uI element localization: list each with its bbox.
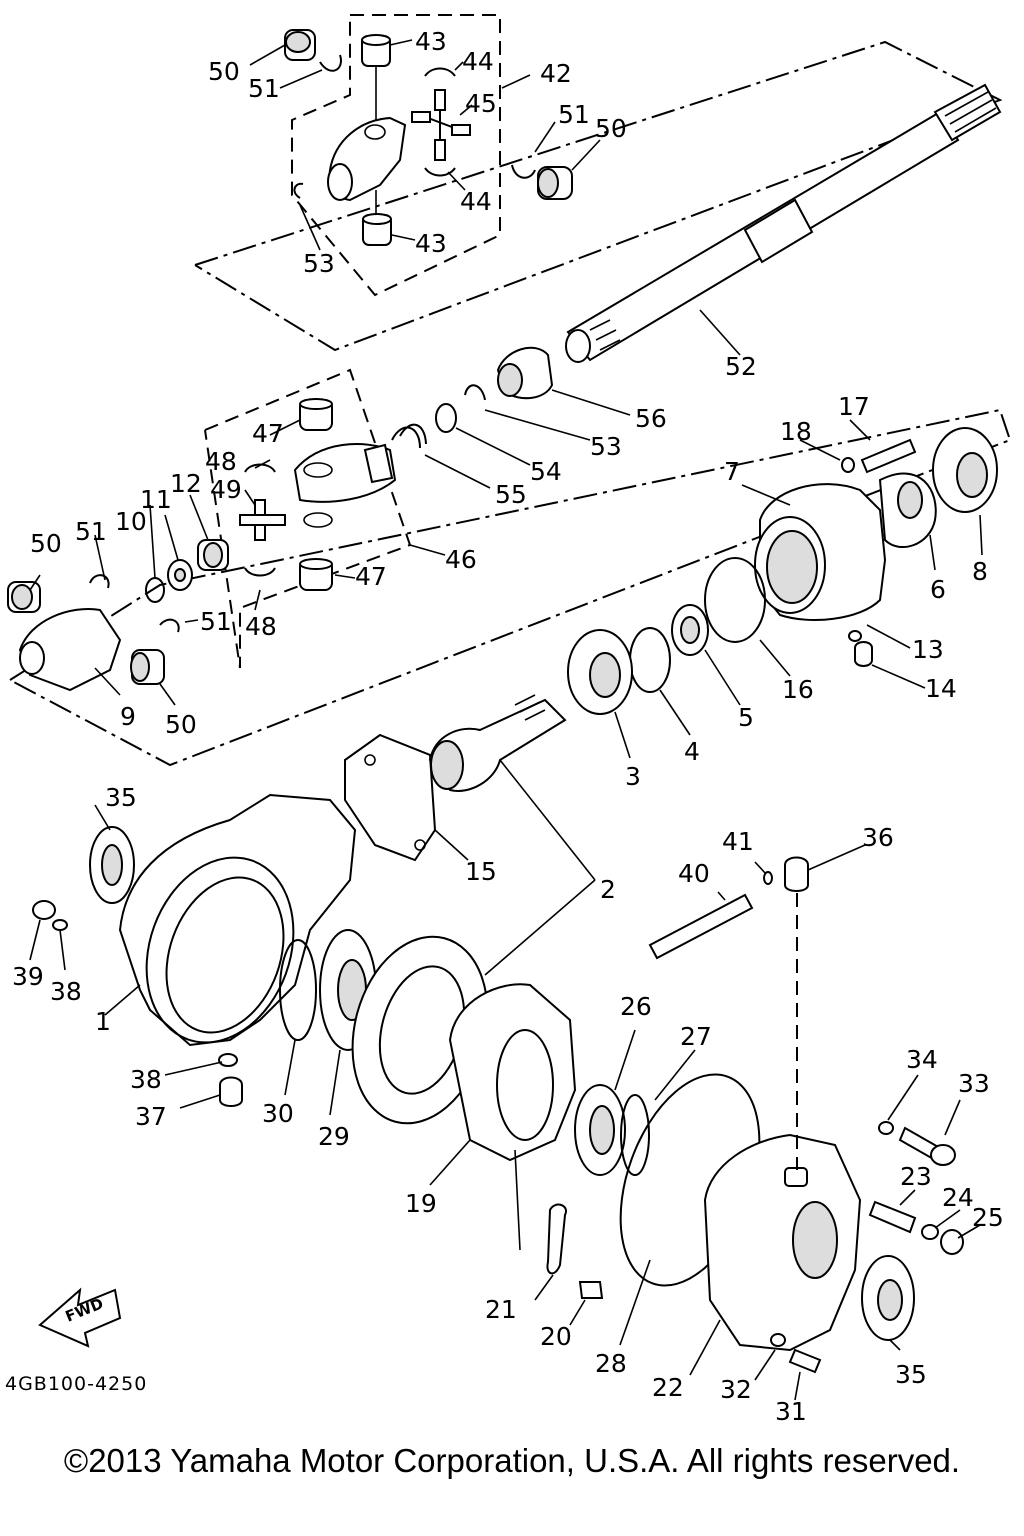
part-number-35: 35 bbox=[105, 783, 137, 812]
part-number-20: 20 bbox=[540, 1322, 572, 1351]
part-number-47: 47 bbox=[355, 562, 387, 591]
part-number-45: 45 bbox=[465, 89, 497, 118]
part-number-26: 26 bbox=[620, 992, 652, 1021]
part-number-51: 51 bbox=[75, 517, 107, 546]
part-number-18: 18 bbox=[780, 417, 812, 446]
drive-shaft bbox=[565, 83, 1002, 363]
part-number-51: 51 bbox=[558, 100, 590, 129]
part-number-36: 36 bbox=[862, 823, 894, 852]
part-number-8: 8 bbox=[972, 557, 988, 586]
part-number-22: 22 bbox=[652, 1373, 684, 1402]
part-number-56: 56 bbox=[635, 404, 667, 433]
part-number-53: 53 bbox=[590, 432, 622, 461]
part-number-38: 38 bbox=[130, 1065, 162, 1094]
upper-universal-joint-assembly bbox=[194, 14, 1003, 352]
part-number-44: 44 bbox=[462, 47, 494, 76]
middle-universal-joint-assembly bbox=[7, 368, 1012, 767]
part-number-54: 54 bbox=[530, 457, 562, 486]
part-number-39: 39 bbox=[12, 962, 44, 991]
part-number-53: 53 bbox=[303, 249, 335, 278]
part-number-11: 11 bbox=[140, 485, 172, 514]
part-number-17: 17 bbox=[838, 392, 870, 421]
part-number-28: 28 bbox=[595, 1349, 627, 1378]
part-number-6: 6 bbox=[930, 575, 946, 604]
copyright-notice: ©2013 Yamaha Motor Corporation, U.S.A. A… bbox=[63, 1442, 961, 1479]
part-number-50: 50 bbox=[208, 57, 240, 86]
part-number-50: 50 bbox=[595, 114, 627, 143]
part-number-37: 37 bbox=[135, 1102, 167, 1131]
pinion-housing-parts bbox=[567, 419, 998, 759]
part-number-5: 5 bbox=[738, 703, 754, 732]
part-number-48: 48 bbox=[245, 612, 277, 641]
part-number-46: 46 bbox=[445, 545, 477, 574]
diagram-code: 4GB100-4250 bbox=[5, 1373, 147, 1395]
part-number-16: 16 bbox=[782, 675, 814, 704]
fwd-arrow-icon: FWD bbox=[38, 1287, 122, 1348]
part-number-14: 14 bbox=[925, 674, 957, 703]
part-number-10: 10 bbox=[115, 507, 147, 536]
part-number-43: 43 bbox=[415, 27, 447, 56]
part-number-52: 52 bbox=[725, 352, 757, 381]
part-number-42: 42 bbox=[540, 59, 572, 88]
differential-cover-and-fasteners bbox=[648, 844, 981, 1401]
part-number-43: 43 bbox=[415, 229, 447, 258]
part-number-50: 50 bbox=[30, 529, 62, 558]
part-number-19: 19 bbox=[405, 1189, 437, 1218]
part-number-49: 49 bbox=[210, 475, 242, 504]
part-number-51: 51 bbox=[248, 74, 280, 103]
differential-case bbox=[29, 793, 377, 1116]
part-number-48: 48 bbox=[205, 447, 237, 476]
part-number-3: 3 bbox=[625, 762, 641, 791]
part-number-27: 27 bbox=[680, 1022, 712, 1051]
part-number-32: 32 bbox=[720, 1375, 752, 1404]
part-number-55: 55 bbox=[495, 480, 527, 509]
ring-gear-and-differential bbox=[351, 935, 761, 1346]
part-number-23: 23 bbox=[900, 1162, 932, 1191]
part-number-7: 7 bbox=[724, 457, 740, 486]
part-number-24: 24 bbox=[942, 1183, 974, 1212]
part-number-35: 35 bbox=[895, 1360, 927, 1389]
shaft-small-parts bbox=[391, 346, 631, 489]
part-number-25: 25 bbox=[972, 1203, 1004, 1232]
part-number-47: 47 bbox=[252, 419, 284, 448]
part-number-30: 30 bbox=[262, 1099, 294, 1128]
part-number-33: 33 bbox=[958, 1069, 990, 1098]
part-number-4: 4 bbox=[684, 737, 700, 766]
part-number-9: 9 bbox=[120, 702, 136, 731]
part-number-34: 34 bbox=[906, 1045, 938, 1074]
part-number-2: 2 bbox=[600, 875, 616, 904]
part-number-1: 1 bbox=[95, 1007, 111, 1036]
part-number-12: 12 bbox=[170, 469, 202, 498]
pinion-gear-and-gasket bbox=[344, 694, 596, 976]
part-number-29: 29 bbox=[318, 1122, 350, 1151]
part-number-51: 51 bbox=[200, 607, 232, 636]
part-number-50: 50 bbox=[165, 710, 197, 739]
part-number-13: 13 bbox=[912, 635, 944, 664]
part-number-callouts: 1 2 3 4 5 6 7 8 9 10 11 12 13 14 15 16 1… bbox=[5, 27, 1004, 1426]
part-number-41: 41 bbox=[722, 827, 754, 856]
part-number-31: 31 bbox=[775, 1397, 807, 1426]
part-number-38: 38 bbox=[50, 977, 82, 1006]
part-number-15: 15 bbox=[465, 857, 497, 886]
part-number-40: 40 bbox=[678, 859, 710, 888]
part-number-21: 21 bbox=[485, 1295, 517, 1324]
part-number-44: 44 bbox=[460, 187, 492, 216]
